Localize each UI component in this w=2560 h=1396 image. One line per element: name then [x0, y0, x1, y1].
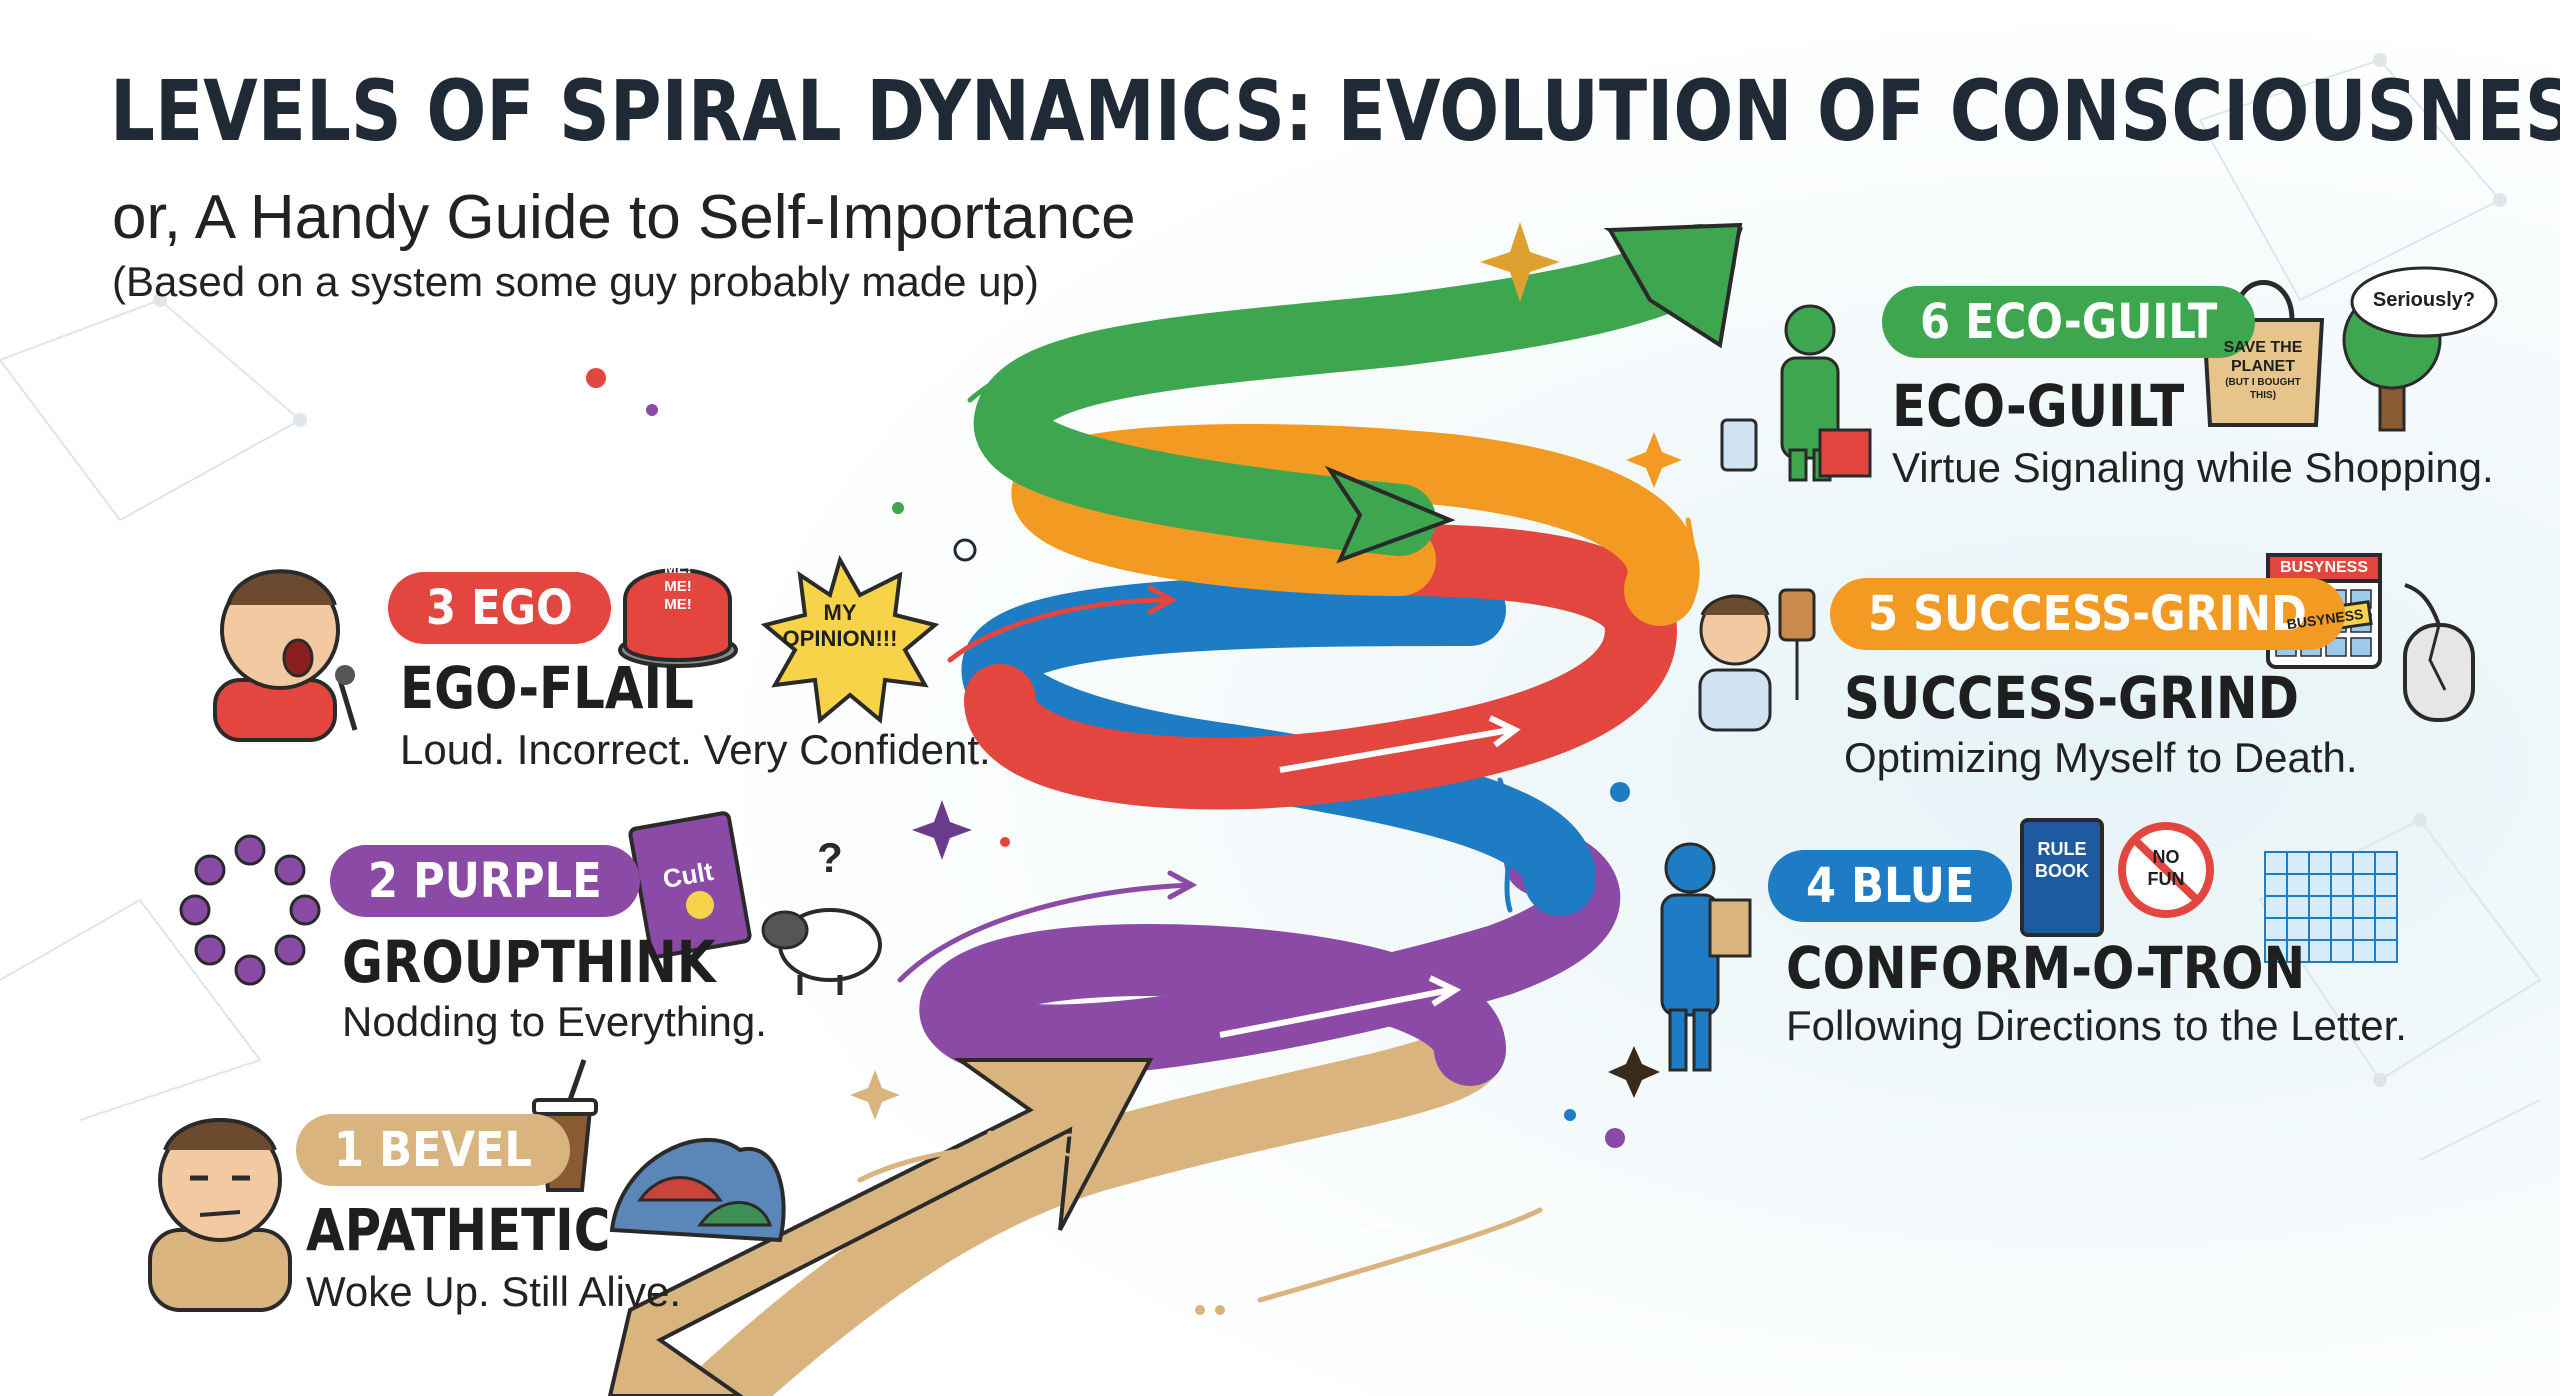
dots — [586, 368, 1630, 1315]
question-mark: ? — [817, 834, 843, 881]
grid-cell — [2286, 851, 2310, 875]
grid-cell — [2286, 895, 2310, 919]
grid-cell — [2352, 851, 2376, 875]
rule-book-icon — [2020, 818, 2104, 937]
band-green — [973, 224, 1736, 556]
grid-cell — [2330, 895, 2354, 919]
swoosh-arrows — [857, 305, 1696, 1303]
sparkle-icon — [1480, 222, 1560, 302]
level-1-name: APATHETIC — [306, 1196, 611, 1264]
sheep-icon — [761, 908, 882, 995]
level-4-description: Following Directions to the Letter. — [1786, 1002, 2407, 1049]
spiral-bands — [685, 224, 1736, 1396]
level-2-name: GROUPTHINK — [342, 928, 716, 996]
sparkles — [850, 222, 1682, 1120]
page-subnote: (Based on a system some guy probably mad… — [112, 258, 1039, 305]
laundry-pile-icon — [609, 1138, 786, 1243]
sparkle-icon — [850, 1070, 900, 1120]
grid-cell — [2330, 917, 2354, 941]
tired-person-icon — [148, 1118, 292, 1312]
talking-tree-icon — [2342, 266, 2498, 432]
no-fun-sign-icon — [2118, 822, 2214, 918]
grid-cell — [2308, 939, 2332, 963]
grid-cell — [2374, 851, 2398, 875]
level-5-name: SUCCESS-GRIND — [1844, 664, 2300, 732]
me-button-label: ME!ME!ME! — [664, 560, 692, 613]
badge-level-5: 5 SUCCESS-GRIND — [1830, 578, 2345, 650]
clipboard-person-icon — [1660, 842, 1752, 1072]
grid-cell — [2330, 939, 2354, 963]
sparkle-icon — [1608, 1046, 1660, 1098]
grid-cell — [2374, 917, 2398, 941]
badge-level-1: 1 BEVEL — [296, 1114, 570, 1186]
band-beige — [685, 1015, 1505, 1396]
grid-cell — [2352, 873, 2376, 897]
green-arrow-head-large — [1606, 222, 1743, 349]
page-subtitle: or, A Handy Guide to Self-Importance — [112, 183, 1136, 252]
exhausted-worker-icon — [1698, 588, 1816, 732]
grid-cell — [2308, 873, 2332, 897]
badge-level-2: 2 PURPLE — [330, 845, 640, 917]
busyness-calendar-title: BUSYNESS — [2279, 559, 2369, 576]
shouting-person-icon — [213, 569, 358, 742]
level-3-description: Loud. Incorrect. Very Confident. — [400, 726, 991, 773]
page-title: LEVELS OF SPIRAL DYNAMICS: EVOLUTION OF … — [110, 62, 2560, 160]
sparkle-icon — [912, 800, 972, 860]
badge-level-6: 6 ECO-GUILT — [1882, 286, 2256, 358]
grid-cell — [2264, 851, 2288, 875]
level-2-description: Nodding to Everything. — [342, 998, 767, 1045]
grid-icon — [2264, 851, 2398, 963]
broken-mouse-icon — [2403, 583, 2475, 722]
badge-level-4: 4 BLUE — [1768, 850, 2013, 922]
tree-speech-text: Seriously? — [2372, 289, 2476, 311]
me-button-icon — [618, 568, 738, 668]
grid-cell — [2374, 873, 2398, 897]
grid-cell — [2308, 917, 2332, 941]
grid-cell — [2330, 851, 2354, 875]
grid-cell — [2330, 873, 2354, 897]
grid-cell — [2374, 939, 2398, 963]
grid-cell — [2352, 917, 2376, 941]
grid-cell — [2264, 873, 2288, 897]
band-direction-arrows — [1219, 715, 1521, 1233]
calendar-cell — [2350, 637, 2372, 657]
recycling-person-icon — [1720, 304, 1872, 482]
orange-arrow-tip — [1324, 465, 1456, 564]
level-3-name: EGO-FLAIL — [400, 654, 694, 722]
grid-cell — [2308, 895, 2332, 919]
level-4-name: CONFORM-O-TRON — [1786, 934, 2306, 1002]
sparkle-icon — [1626, 432, 1682, 488]
grid-cell — [2308, 851, 2332, 875]
band-red — [964, 524, 1677, 810]
grid-cell — [2374, 895, 2398, 919]
band-purple — [919, 824, 1621, 1086]
level-5-description: Optimizing Myself to Death. — [1844, 734, 2358, 781]
cult-book-icon — [628, 811, 752, 959]
grid-cell — [2352, 895, 2376, 919]
people-circle-icon — [179, 834, 321, 986]
badge-level-3: 3 EGO — [388, 572, 611, 644]
level-6-description: Virtue Signaling while Shopping. — [1892, 444, 2494, 491]
grid-cell — [2264, 895, 2288, 919]
calendar-cell — [2325, 637, 2347, 657]
level-1-description: Woke Up. Still Alive. — [306, 1268, 682, 1315]
grid-cell — [2352, 939, 2376, 963]
grid-cell — [2286, 873, 2310, 897]
opinion-burst-icon — [760, 554, 940, 724]
level-6-name: ECO-GUILT — [1892, 372, 2185, 440]
